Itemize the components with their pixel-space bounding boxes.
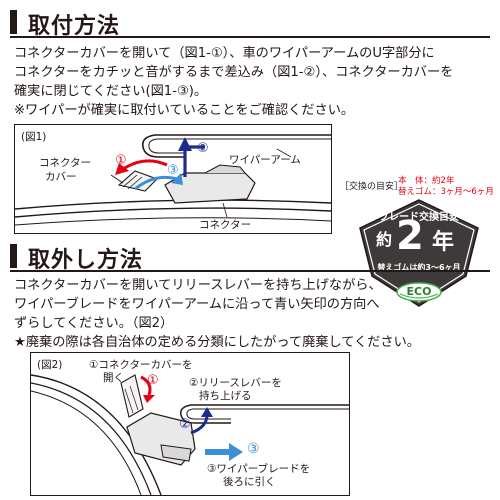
install-title: 取付方法 xyxy=(28,14,121,39)
install-heading: 取付方法 xyxy=(10,6,490,39)
install-line-3: 確実に閉じてください(図1-③)。 xyxy=(14,84,208,99)
step-3-label-line1: ③ワイパーブレードを xyxy=(207,463,311,475)
heading-rule xyxy=(10,270,490,272)
figure-2-illustration xyxy=(30,374,349,496)
badge-shape xyxy=(359,199,479,307)
badge-number: 2 xyxy=(396,213,424,259)
step-3-label-line2: 後ろに引く xyxy=(223,476,276,488)
install-line-1: コネクターカバーを開いて（図1-①）、車のワイパーアームのU字部分に xyxy=(14,46,435,61)
arm-label: ワイパーアーム xyxy=(229,154,301,166)
remove-line-1: コネクターカバーを開いてリリースレバーを持ち上げながら、 xyxy=(14,278,382,293)
eco-logo: ECO xyxy=(406,285,432,298)
badge-top-text: ブレード交換目安 xyxy=(379,212,459,223)
step-1-number: ① xyxy=(115,153,127,168)
badge-sub-text: 替えゴムは約3〜6ヶ月 xyxy=(377,263,461,272)
blade-curve-upper xyxy=(14,199,332,210)
arrow-1-red xyxy=(122,159,168,171)
wiper-arm-inner xyxy=(148,138,331,154)
connector-label: コネクター xyxy=(199,219,252,231)
remove-instructions: コネクターカバーを開いてリリースレバーを持ち上げながら、 ワイパーブレードをワイ… xyxy=(14,276,420,352)
install-line-2: コネクターをカチッと音がするまで差込み（図1-②）、コネクターカバーを xyxy=(14,65,454,80)
remove-heading: 取外し方法 xyxy=(10,240,490,273)
step-2-label-line2: 持ち上げる xyxy=(199,390,252,402)
heading-bar xyxy=(10,244,17,268)
replace-note: ［交換の目安］ 本 体：約2年 替えゴム：3ヶ月〜6ヶ月 xyxy=(340,174,494,197)
badge-prefix: 約 xyxy=(376,230,393,249)
replace-note-row1: 本 体：約2年 xyxy=(398,174,454,186)
step-1-number: ① xyxy=(147,373,159,388)
step-2-number: ② xyxy=(179,417,191,432)
wiper-arm xyxy=(141,134,331,158)
step-1-label-line1: ①コネクターカバーを xyxy=(89,359,193,371)
remove-title: 取外し方法 xyxy=(28,248,144,273)
heading-bar xyxy=(10,10,17,34)
replace-note-row2: 替えゴム：3ヶ月〜6ヶ月 xyxy=(398,185,494,197)
replace-note-row2-value: ：3ヶ月〜6ヶ月 xyxy=(432,187,494,197)
replacement-badge: ブレード交換目安 約 2 年 替えゴムは約3〜6ヶ月 ECO xyxy=(356,198,482,310)
blade-curve-bottom xyxy=(14,217,332,226)
blade-curve-lower xyxy=(14,207,332,218)
cover-label-line2: カバー xyxy=(45,171,77,183)
figure-2: (図2) ①コネクターカバーを 開く ① ②リリースレバーを 持ち上げる ② ③… xyxy=(30,352,350,496)
remove-line-3: ずらしてください。（図2） xyxy=(14,316,174,331)
install-instructions: コネクターカバーを開いて（図1-①）、車のワイパーアームのU字部分に コネクター… xyxy=(14,44,453,120)
remove-line-2: ワイパーブレードをワイパーアームに沿って青い矢印の方向へ xyxy=(14,297,380,312)
step-1-label-line2: 開く xyxy=(103,372,124,384)
replace-note-row1-value: ：約2年 xyxy=(423,176,455,186)
badge-unit: 年 xyxy=(432,230,455,255)
figure-2-label: (図2) xyxy=(37,359,63,371)
replace-note-row1-label: 本 体 xyxy=(398,176,424,186)
replace-note-row2-label: 替えゴム xyxy=(398,187,433,197)
step-3-number: ③ xyxy=(247,441,260,457)
step-2-label-line1: ②リリースレバーを xyxy=(189,377,282,389)
remove-line-4: ★廃棄の際は各自治体の定める分類にしたがって廃棄してください。 xyxy=(14,335,420,350)
replace-note-title: ［交換の目安］ xyxy=(340,182,404,192)
cover-label-line1: コネクター xyxy=(39,157,92,169)
figure-1-label: (図1) xyxy=(21,131,47,143)
step-3-number: ③ xyxy=(167,163,179,178)
step-2-number: ② xyxy=(197,141,209,156)
connector-top xyxy=(204,164,246,174)
figure-1-illustration xyxy=(14,134,332,226)
heading-rule xyxy=(10,36,490,38)
arrow-3-lightblue xyxy=(134,175,178,191)
install-line-4: ※ワイパーが確実に取付いていることをご確認ください。 xyxy=(14,103,355,118)
figure-1: (図1) コネクター カバー ワイパーアーム コネクター ① ② ③ xyxy=(14,124,332,234)
